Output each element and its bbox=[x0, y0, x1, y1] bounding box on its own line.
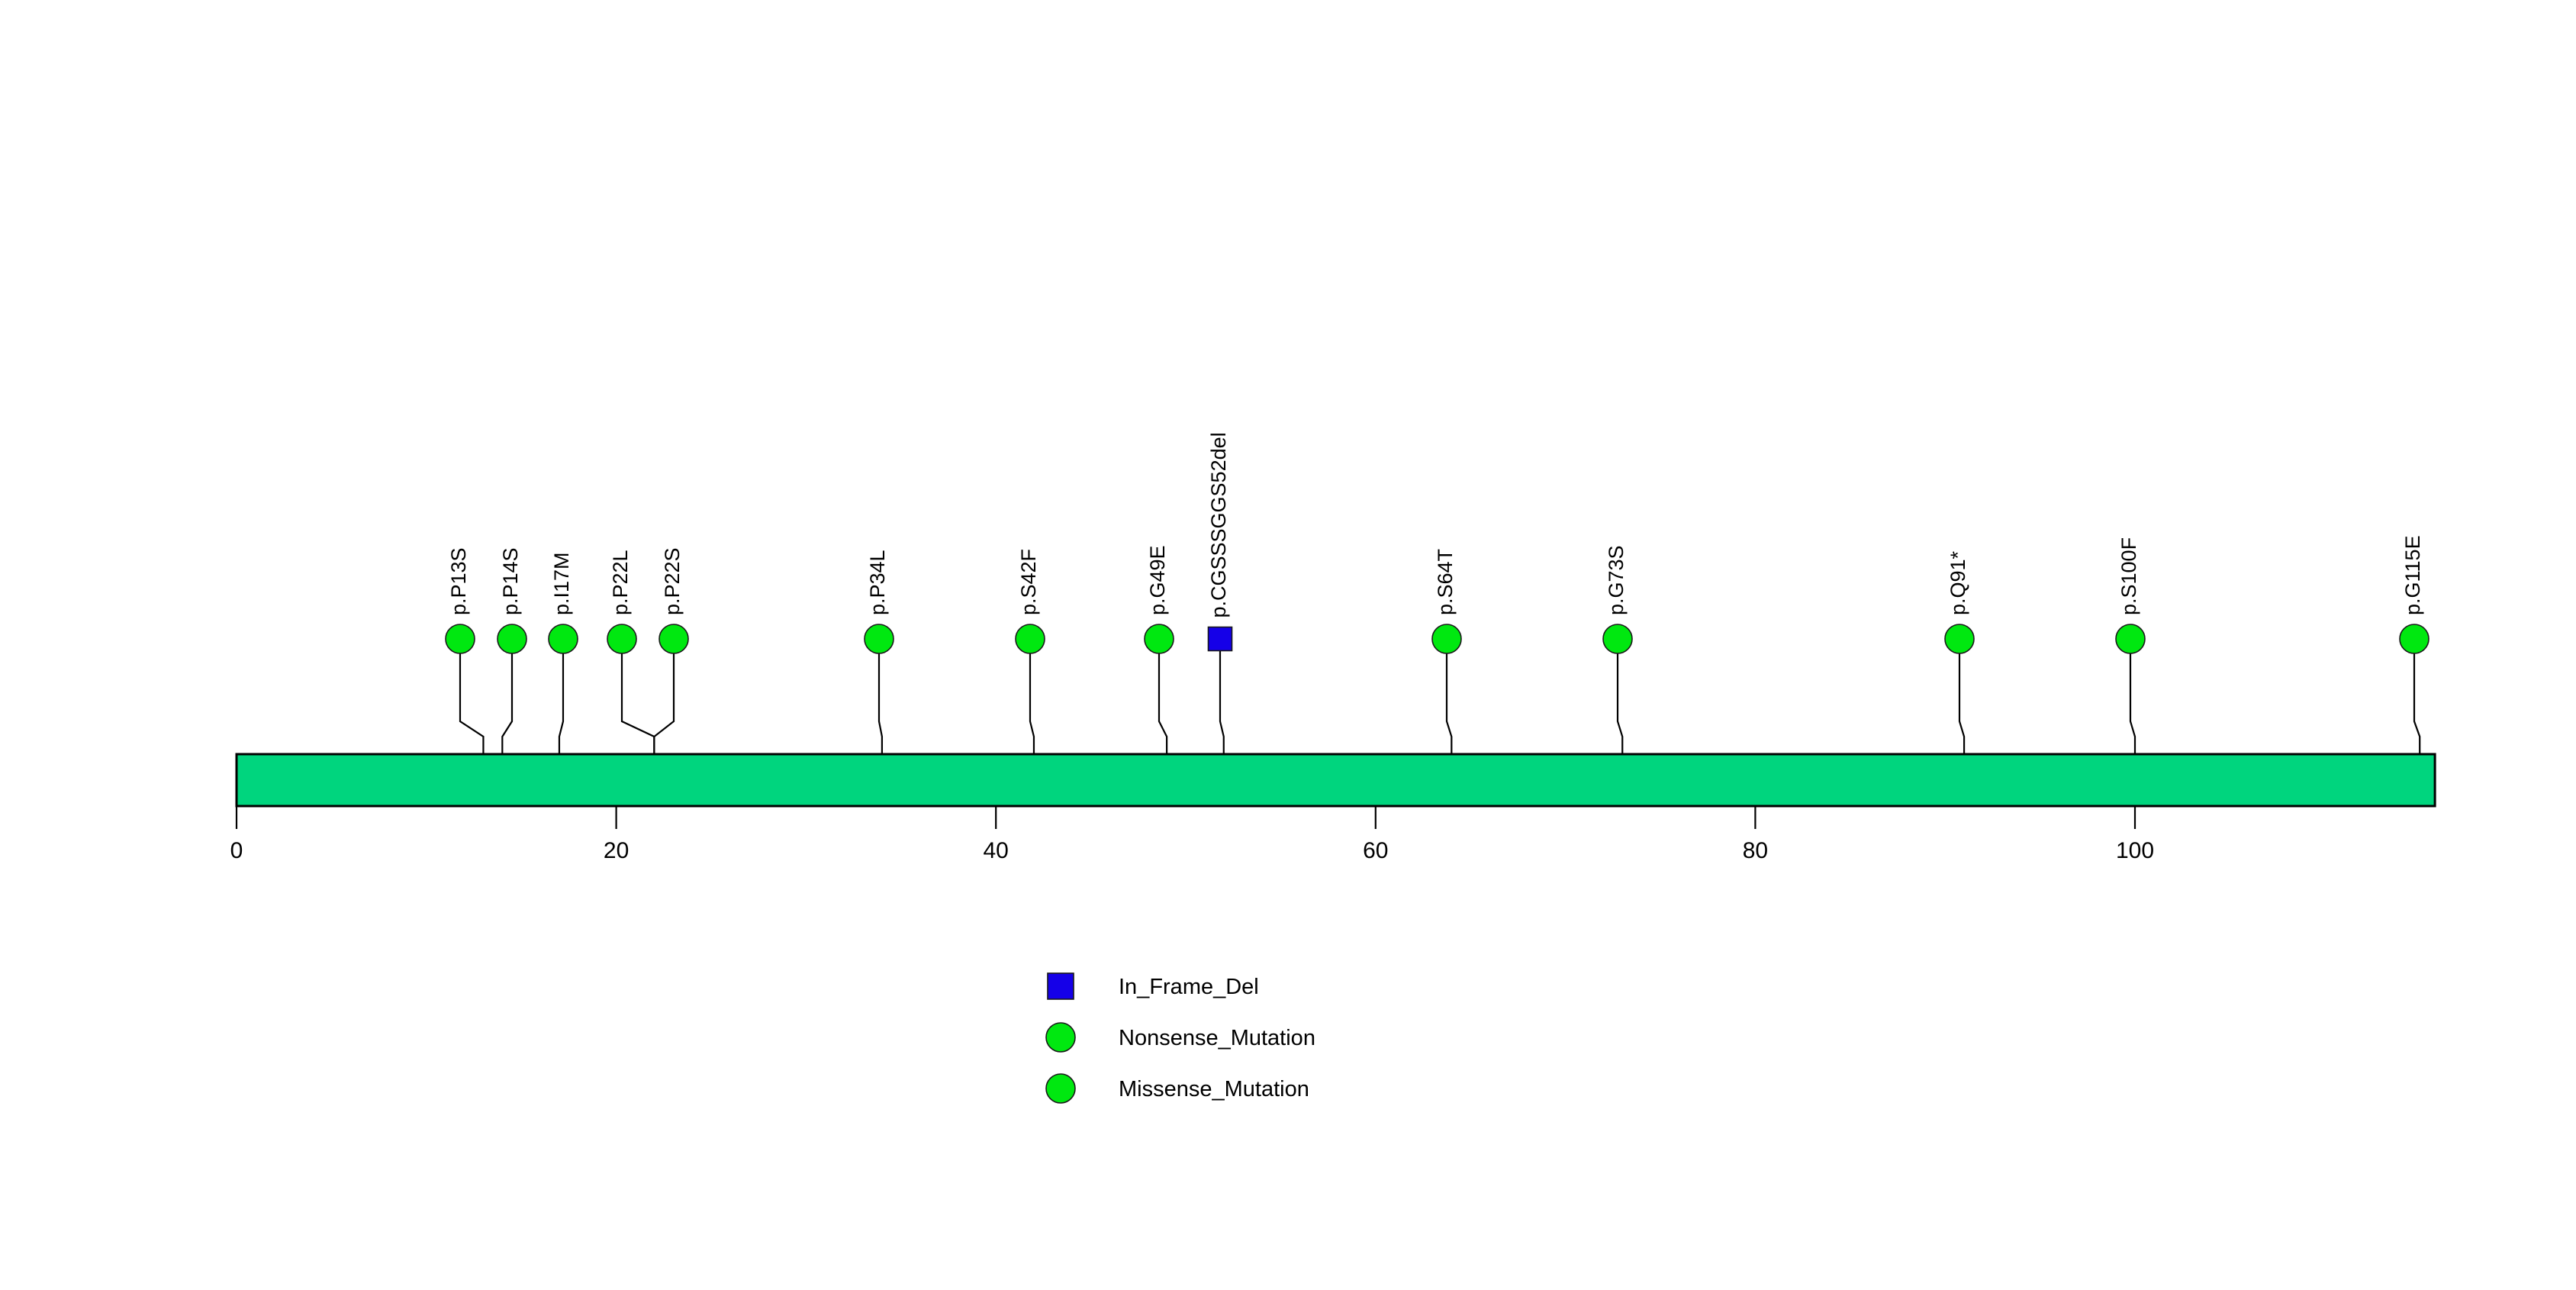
mutation-marker-circle[interactable] bbox=[497, 624, 527, 654]
axis-tick-label: 60 bbox=[1363, 838, 1388, 863]
protein-domain-bar bbox=[235, 753, 2436, 808]
mutation-marker-circle[interactable] bbox=[1431, 624, 1462, 654]
protein-bar-group bbox=[235, 753, 2436, 808]
x-axis: 0 20 40 60 80 100 bbox=[230, 806, 2154, 863]
mutation-marker-circle[interactable] bbox=[864, 624, 894, 654]
mutation-label: p.G73S bbox=[1605, 545, 1628, 615]
mutation-marker-circle[interactable] bbox=[607, 624, 637, 654]
mutation-label: p.S42F bbox=[1017, 549, 1040, 615]
mutation-label: p.P22S bbox=[661, 547, 684, 615]
mutation-marker-circle[interactable] bbox=[2115, 624, 2146, 654]
legend-swatch-circle[interactable] bbox=[1045, 1073, 1076, 1104]
mutation-marker-circle[interactable] bbox=[1144, 624, 1174, 654]
axis-tick-label: 0 bbox=[230, 838, 243, 863]
mutation-label: p.S64T bbox=[1434, 549, 1457, 615]
mutation-marker-layer bbox=[445, 624, 2429, 654]
legend-swatch-circle[interactable] bbox=[1045, 1022, 1076, 1053]
mutation-marker-circle[interactable] bbox=[445, 624, 475, 654]
mutation-marker-circle[interactable] bbox=[1944, 624, 1975, 654]
axis-tick-label: 20 bbox=[604, 838, 629, 863]
mutation-label: p.Q91* bbox=[1946, 550, 1969, 615]
mutation-label: p.P22L bbox=[609, 550, 632, 615]
mutation-marker-circle[interactable] bbox=[658, 624, 689, 654]
legend-label: In_Frame_Del bbox=[1119, 975, 1259, 999]
mutation-label: p.P34L bbox=[866, 550, 889, 615]
mutation-label: p.P13S bbox=[447, 547, 470, 615]
mutation-label-layer: p.P13S p.P14S p.I17M p.P22L p.P22S p.P34L p.S4… bbox=[447, 432, 2424, 618]
mutation-marker-square[interactable] bbox=[1207, 626, 1233, 652]
mutation-marker-circle[interactable] bbox=[1602, 624, 1633, 654]
mutation-label: p.G49E bbox=[1146, 545, 1169, 615]
mutation-label: p.G115E bbox=[2401, 535, 2424, 615]
mutation-label: p.S100F bbox=[2117, 537, 2140, 615]
mutation-label: p.CGSSSGGS52del bbox=[1207, 432, 1230, 618]
axis-tick-label: 80 bbox=[1743, 838, 1768, 863]
axis-tick-label: 40 bbox=[984, 838, 1009, 863]
axis-tick-label: 100 bbox=[2116, 838, 2154, 863]
legend-swatch-square[interactable] bbox=[1047, 972, 1074, 1000]
mutation-marker-circle[interactable] bbox=[2399, 624, 2429, 654]
legend-label: Nonsense_Mutation bbox=[1119, 1026, 1315, 1050]
mutation-marker-circle[interactable] bbox=[548, 624, 578, 654]
legend: In_Frame_DelNonsense_MutationMissense_Mu… bbox=[1045, 972, 1315, 1104]
mutation-marker-circle[interactable] bbox=[1015, 624, 1045, 654]
legend-label: Missense_Mutation bbox=[1119, 1077, 1309, 1101]
mutation-label: p.I17M bbox=[550, 552, 573, 615]
mutation-label: p.P14S bbox=[499, 547, 522, 615]
